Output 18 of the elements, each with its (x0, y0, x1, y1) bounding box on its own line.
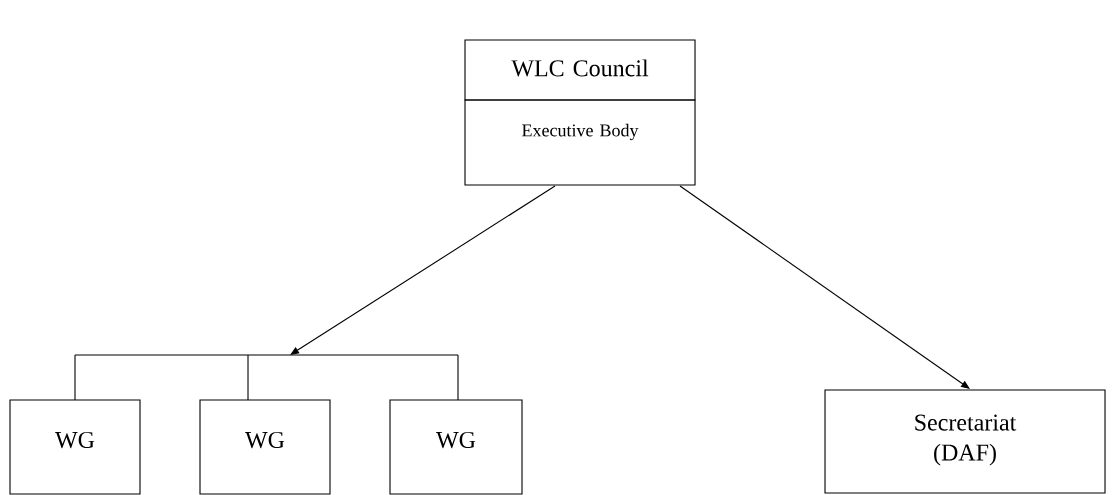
box-label: WLC Council (511, 59, 649, 77)
connector-line (74, 354, 76, 401)
box-label: Secretariat (DAF) (915, 414, 1017, 466)
org-box (389, 399, 523, 495)
bus-line (74, 354, 459, 356)
box-label: Executive Body (522, 123, 639, 141)
org-box (824, 389, 1106, 494)
box-label: WG (436, 431, 476, 449)
connector-line (247, 354, 249, 401)
org-box (199, 399, 331, 495)
arrow (290, 185, 556, 355)
box-label: WG (55, 431, 95, 449)
connector-line (457, 354, 459, 401)
org-box (9, 399, 141, 495)
box-label: WG (245, 431, 285, 449)
org-box (464, 99, 696, 186)
arrow (679, 185, 970, 389)
org-box (464, 39, 696, 101)
